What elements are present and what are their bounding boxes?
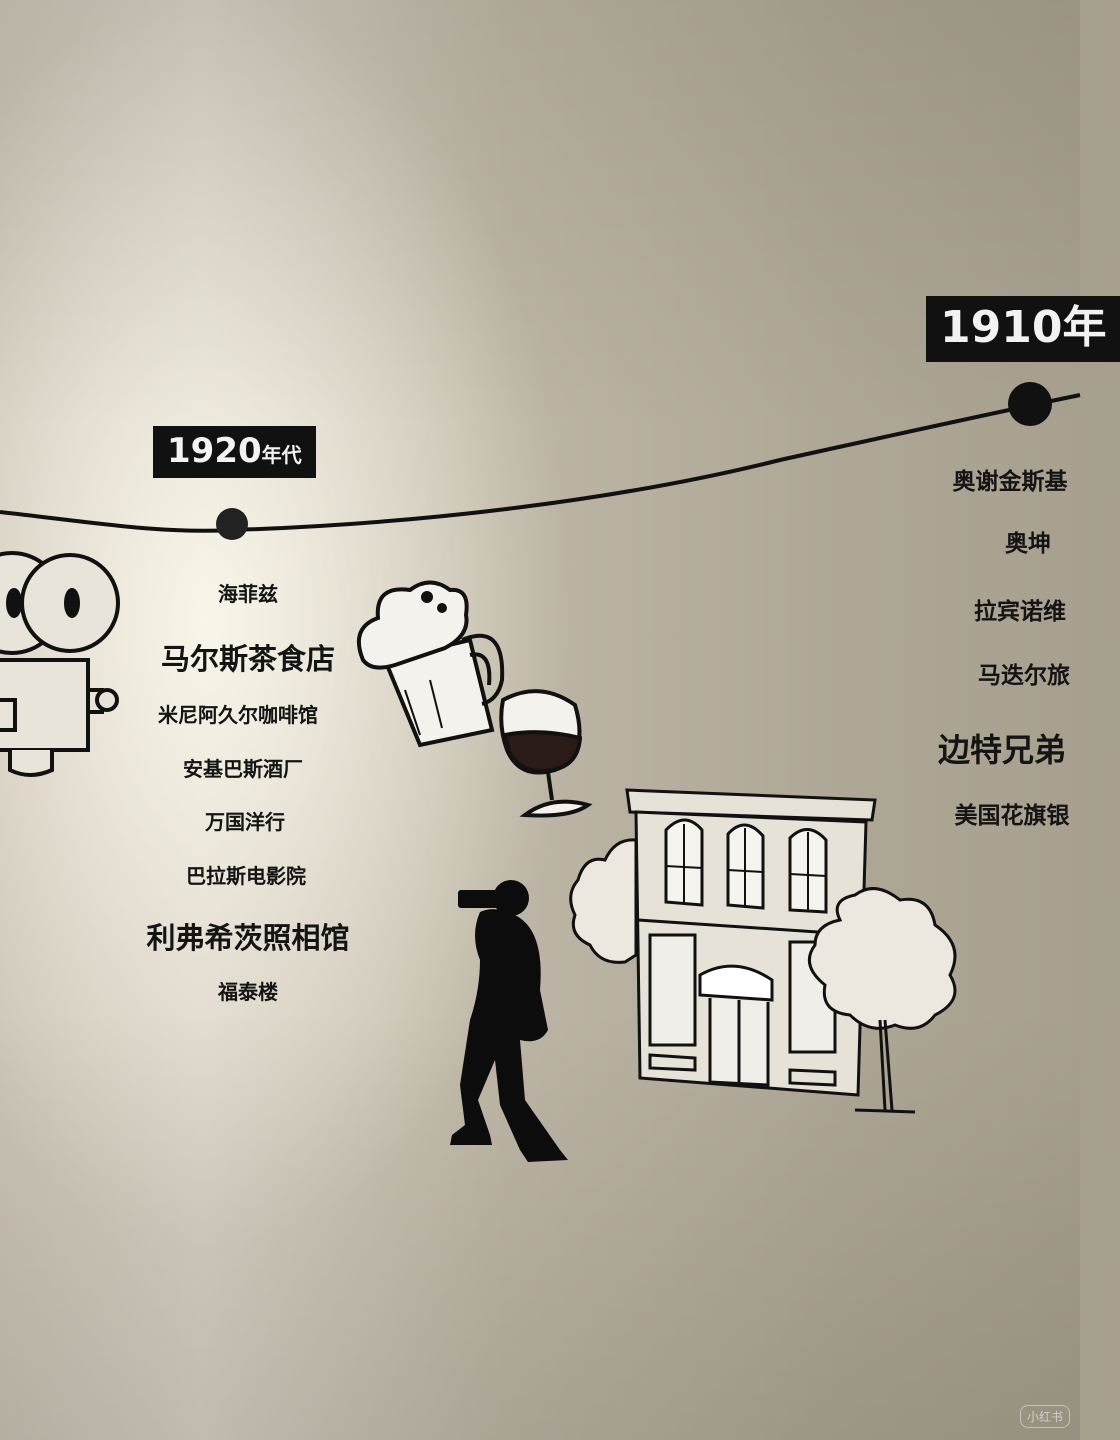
- timeline-dot-1920: [216, 508, 248, 540]
- list-item: 马尔斯茶食店: [160, 642, 336, 676]
- year-tag-1910: 1910年: [926, 296, 1120, 362]
- illustration-layer: [0, 551, 957, 1162]
- photographer-silhouette: [450, 880, 568, 1162]
- timeline-line: [0, 382, 1081, 540]
- list-item: 奥坤: [1005, 531, 1051, 557]
- building-icon: [625, 788, 877, 1097]
- list-item: 马迭尔旅: [978, 663, 1070, 689]
- list-item: 安基巴斯酒厂: [183, 757, 303, 781]
- tree-icon: [569, 838, 957, 1114]
- wine-glass-icon: [499, 689, 593, 818]
- list-item: 拉宾诺维: [974, 599, 1066, 625]
- year-1920-suffix: 年代: [261, 443, 302, 467]
- year-1920-number: 1920: [167, 431, 262, 471]
- film-projector-icon: [0, 551, 120, 777]
- list-item: 美国花旗银: [954, 803, 1070, 829]
- list-item: 奥谢金斯基: [952, 469, 1068, 495]
- year-1910-label: 1910年: [940, 302, 1107, 353]
- year-tag-1920: 1920年代: [153, 426, 316, 478]
- list-item: 利弗希茨照相馆: [146, 921, 350, 955]
- list-item: 米尼阿久尔咖啡馆: [158, 703, 318, 727]
- list-item: 万国洋行: [205, 810, 285, 834]
- list-item: 海菲兹: [218, 582, 278, 606]
- list-item: 边特兄弟: [937, 731, 1067, 769]
- timeline-dot-1910: [1008, 382, 1052, 426]
- beer-mug-icon: [357, 580, 505, 748]
- list-item: 福泰楼: [218, 980, 278, 1004]
- list-item: 巴拉斯电影院: [186, 864, 306, 888]
- watermark: 小红书: [1019, 1405, 1070, 1428]
